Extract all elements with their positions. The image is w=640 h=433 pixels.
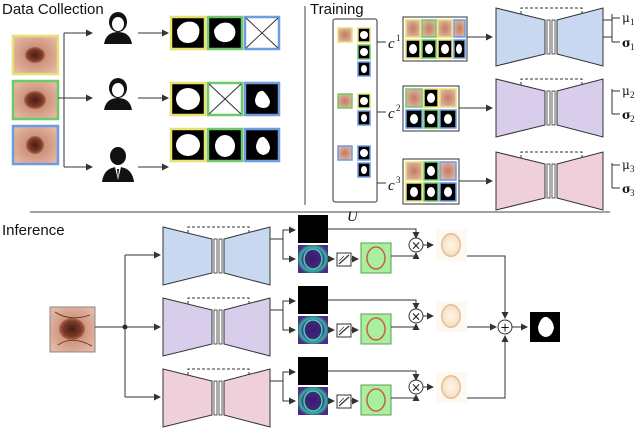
- training-network-2: [495, 78, 604, 138]
- svg-text:σ: σ: [622, 108, 631, 122]
- section-title-data-collection: Data Collection: [2, 1, 104, 18]
- subset-box-3: [402, 158, 460, 205]
- female-annotator-icon: [104, 78, 132, 110]
- subset-label-c3: c 3: [388, 175, 401, 194]
- training-network-3: [495, 151, 604, 211]
- inference-network-1: [162, 226, 271, 286]
- svg-text:1: 1: [396, 33, 401, 43]
- inference-branch-3: ×: [270, 357, 467, 416]
- annotator-arrows: [138, 29, 169, 171]
- times-circle-icon: ×: [408, 237, 424, 253]
- section-title-training: Training: [310, 1, 364, 18]
- svg-text:1: 1: [630, 42, 635, 52]
- training-network-1: [495, 7, 604, 67]
- svg-text:×: ×: [411, 310, 421, 324]
- sketch-icon: [336, 323, 352, 338]
- output-label-1: μ 1 σ 1: [622, 11, 635, 52]
- boundary-overlay: [360, 384, 392, 416]
- boundary-overlay: [360, 242, 392, 274]
- inference-network-2: [162, 297, 271, 357]
- svg-text:3: 3: [396, 175, 401, 185]
- training-set-box: [332, 18, 378, 203]
- svg-text:σ: σ: [622, 36, 631, 50]
- mean-mask: [298, 357, 328, 385]
- uncertainty-heatmap: [298, 387, 328, 415]
- subset-label-c2: c 2: [388, 103, 401, 122]
- svg-text:c: c: [388, 36, 395, 52]
- male-annotator-icon: [102, 147, 134, 182]
- weighted-output: [436, 372, 467, 403]
- svg-text:2: 2: [630, 90, 635, 100]
- final-segmentation-mask: [530, 312, 560, 342]
- uncertainty-heatmap: [298, 245, 328, 273]
- output-brackets: [603, 14, 620, 189]
- dermoscopy-thumbnail-2: [11, 79, 60, 121]
- subset-box-1: [402, 16, 468, 62]
- collection-fanout: [58, 29, 93, 171]
- subset-box-2: [402, 85, 460, 132]
- svg-text:μ: μ: [622, 11, 630, 25]
- svg-text:3: 3: [630, 188, 635, 198]
- svg-text:c: c: [388, 106, 395, 122]
- inference-branch-1: ×: [270, 215, 467, 274]
- svg-text:2: 2: [630, 114, 635, 124]
- mask-row-3: [169, 127, 281, 163]
- svg-text:1: 1: [630, 17, 635, 27]
- subset-label-c1: c 1: [388, 33, 401, 52]
- dermoscopy-thumbnail-1: [11, 34, 60, 76]
- output-label-2: μ 2 σ 2: [622, 84, 635, 124]
- mask-row-2: [169, 81, 281, 117]
- svg-text:×: ×: [411, 239, 421, 253]
- mean-mask: [298, 215, 328, 243]
- set-symbol-u: U: [347, 209, 359, 225]
- output-label-3: μ 3 σ 3: [622, 158, 635, 198]
- inference-branches: × × ×: [270, 215, 467, 416]
- inference-input-image: [49, 306, 96, 353]
- subset-to-network-arrows: [459, 33, 493, 185]
- svg-text:2: 2: [396, 103, 401, 113]
- uncertainty-heatmap: [298, 316, 328, 344]
- weighted-output: [436, 230, 467, 261]
- sketch-icon: [336, 394, 352, 409]
- svg-text:×: ×: [411, 381, 421, 395]
- weighted-output: [436, 301, 467, 332]
- svg-text:c: c: [388, 178, 395, 194]
- female-annotator-icon: [104, 12, 132, 44]
- svg-text:μ: μ: [622, 84, 630, 98]
- training-links: [377, 41, 386, 184]
- inference-fanout: [95, 251, 161, 401]
- inference-branch-2: ×: [270, 286, 467, 345]
- boundary-overlay: [360, 313, 392, 345]
- inference-network-3: [162, 368, 271, 428]
- mask-row-1: [169, 15, 281, 51]
- svg-text:σ: σ: [622, 182, 631, 196]
- section-title-inference: Inference: [2, 222, 65, 239]
- plus-circle-icon: +: [497, 319, 513, 335]
- svg-text:+: +: [500, 321, 510, 335]
- sum-arrows: [467, 255, 528, 399]
- sketch-icon: [336, 252, 352, 267]
- mean-mask: [298, 286, 328, 314]
- times-circle-icon: ×: [408, 308, 424, 324]
- svg-text:μ: μ: [622, 158, 630, 172]
- svg-text:3: 3: [630, 164, 635, 174]
- times-circle-icon: ×: [408, 379, 424, 395]
- dermoscopy-thumbnail-3: [11, 124, 60, 166]
